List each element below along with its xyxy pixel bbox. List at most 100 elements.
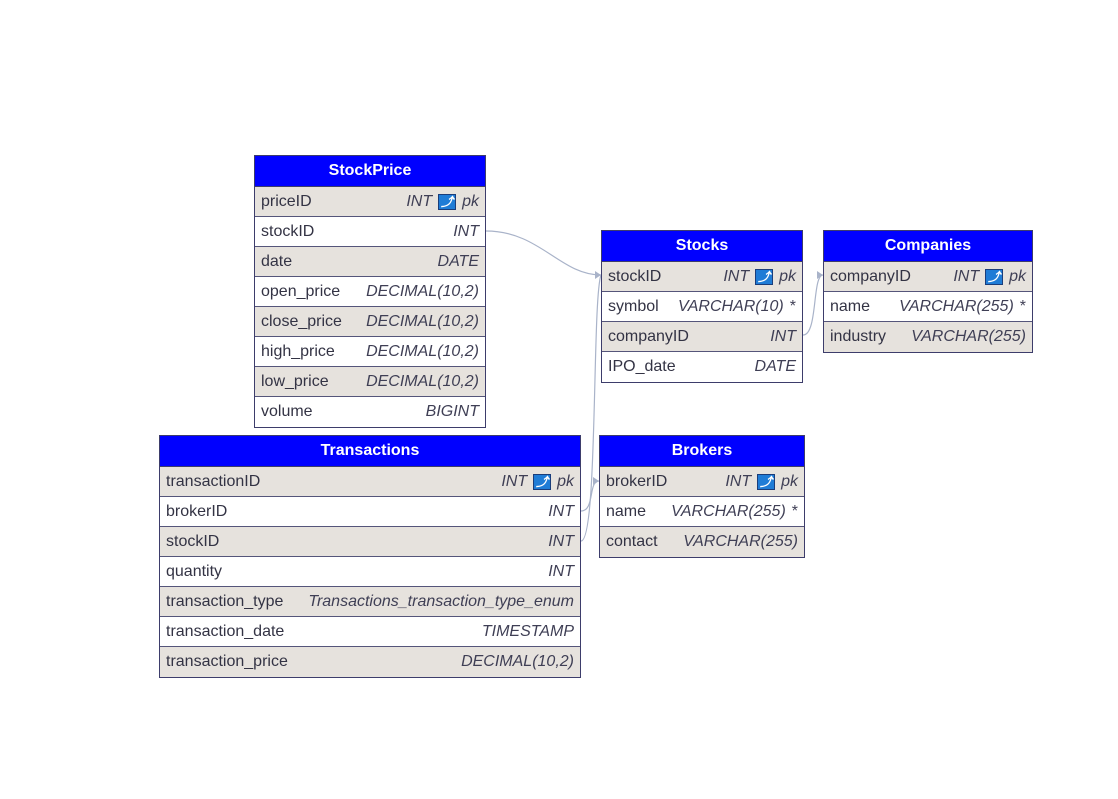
- primary-key-indicator: ⤴ pk: [755, 268, 796, 286]
- column-name: stockID: [166, 532, 220, 550]
- column-name: priceID: [261, 192, 312, 210]
- column-type: INT: [770, 327, 796, 345]
- primary-key-label: pk: [1009, 267, 1026, 285]
- column-name: brokerID: [606, 472, 668, 490]
- column-type: DECIMAL(10,2): [461, 653, 574, 670]
- column-type: Transactions_transaction_type_enum: [308, 592, 574, 610]
- table-header-companies[interactable]: Companies: [824, 231, 1032, 262]
- column-row-stockprice-close_price[interactable]: close_price DECIMAL(10,2): [255, 307, 485, 337]
- column-name: low_price: [261, 372, 329, 390]
- column-name: transaction_price: [166, 653, 288, 670]
- column-type: INT: [723, 267, 750, 285]
- column-type: DECIMAL(10,2): [366, 342, 479, 360]
- connector-stockprice-stocks: [485, 230, 602, 276]
- column-type: VARCHAR(255): [911, 328, 1026, 345]
- column-name: companyID: [830, 267, 911, 285]
- column-row-companies-industry[interactable]: industry VARCHAR(255): [824, 322, 1032, 352]
- column-name: quantity: [166, 562, 223, 580]
- column-row-transactions-brokerid[interactable]: brokerID INT: [160, 497, 580, 527]
- column-row-brokers-contact[interactable]: contact VARCHAR(255): [600, 527, 804, 557]
- column-row-stocks-symbol[interactable]: symbol VARCHAR(10) *: [602, 292, 802, 322]
- column-row-stocks-companyid[interactable]: companyID INT: [602, 322, 802, 352]
- column-row-brokers-brokerid[interactable]: brokerID INT ⤴ pk: [600, 467, 804, 497]
- key-icon: ⤴: [533, 473, 552, 490]
- column-type: DATE: [437, 252, 479, 270]
- column-name: IPO_date: [608, 358, 676, 375]
- column-row-transactions-quantity[interactable]: quantity INT: [160, 557, 580, 587]
- primary-key-indicator: ⤴ pk: [757, 473, 798, 491]
- column-name: date: [261, 252, 293, 270]
- column-name: transactionID: [166, 472, 261, 490]
- primary-key-label: pk: [462, 192, 479, 210]
- table-stocks[interactable]: Stocks stockID INT ⤴ pk symbol VARCHAR(10) * co…: [601, 230, 803, 383]
- column-row-transactions-stockid[interactable]: stockID INT: [160, 527, 580, 557]
- column-type: INT: [548, 532, 574, 550]
- table-header-stocks[interactable]: Stocks: [602, 231, 802, 262]
- column-type: VARCHAR(10): [677, 297, 784, 315]
- column-name: stockID: [261, 222, 315, 240]
- required-marker: *: [1019, 297, 1026, 315]
- table-header-transactions[interactable]: Transactions: [160, 436, 580, 467]
- column-name: brokerID: [166, 502, 228, 520]
- column-name: high_price: [261, 342, 335, 360]
- column-type: DATE: [754, 358, 796, 375]
- column-row-stockprice-date[interactable]: date DATE: [255, 247, 485, 277]
- primary-key-indicator: ⤴ pk: [533, 473, 574, 491]
- table-transactions[interactable]: Transactions transactionID INT ⤴ pk brokerID…: [159, 435, 581, 678]
- primary-key-label: pk: [779, 267, 796, 285]
- column-type: BIGINT: [425, 403, 479, 420]
- key-icon: ⤴: [438, 193, 457, 210]
- column-row-stockprice-stockid[interactable]: stockID INT: [255, 217, 485, 247]
- column-type: VARCHAR(255): [899, 297, 1014, 315]
- primary-key-indicator: ⤴ pk: [438, 193, 479, 211]
- column-name: volume: [261, 403, 313, 420]
- column-row-companies-name[interactable]: name VARCHAR(255) *: [824, 292, 1032, 322]
- connector-transactions-stocks: [580, 274, 602, 542]
- column-name: symbol: [608, 297, 659, 315]
- column-name: name: [606, 502, 647, 520]
- column-name: name: [830, 297, 871, 315]
- column-name: companyID: [608, 327, 689, 345]
- column-name: open_price: [261, 282, 341, 300]
- column-row-stocks-stockid[interactable]: stockID INT ⤴ pk: [602, 262, 802, 292]
- key-icon: ⤴: [755, 268, 774, 285]
- column-name: industry: [830, 328, 887, 345]
- primary-key-label: pk: [781, 472, 798, 490]
- key-icon: ⤴: [985, 268, 1004, 285]
- key-icon: ⤴: [757, 473, 776, 490]
- column-type: VARCHAR(255): [683, 533, 798, 550]
- primary-key-label: pk: [557, 472, 574, 490]
- table-header-stockprice[interactable]: StockPrice: [255, 156, 485, 187]
- column-row-transactions-transaction_price[interactable]: transaction_price DECIMAL(10,2): [160, 647, 580, 677]
- column-row-companies-companyid[interactable]: companyID INT ⤴ pk: [824, 262, 1032, 292]
- column-name: stockID: [608, 267, 662, 285]
- column-type: INT: [548, 562, 574, 580]
- column-row-stockprice-volume[interactable]: volume BIGINT: [255, 397, 485, 427]
- column-row-stockprice-high_price[interactable]: high_price DECIMAL(10,2): [255, 337, 485, 367]
- column-type: INT: [406, 192, 433, 210]
- required-marker: *: [789, 297, 796, 315]
- column-row-stocks-ipo_date[interactable]: IPO_date DATE: [602, 352, 802, 382]
- column-type: TIMESTAMP: [481, 622, 574, 640]
- column-type: INT: [453, 222, 479, 240]
- column-type: INT: [953, 267, 980, 285]
- column-type: INT: [548, 502, 574, 520]
- table-stockprice[interactable]: StockPrice priceID INT ⤴ pk stockID INT date DA…: [254, 155, 486, 428]
- required-marker: *: [791, 502, 798, 520]
- column-type: DECIMAL(10,2): [366, 312, 479, 330]
- column-name: contact: [606, 533, 658, 550]
- table-header-brokers[interactable]: Brokers: [600, 436, 804, 467]
- column-row-stockprice-priceid[interactable]: priceID INT ⤴ pk: [255, 187, 485, 217]
- column-type: INT: [725, 472, 752, 490]
- column-name: close_price: [261, 312, 342, 330]
